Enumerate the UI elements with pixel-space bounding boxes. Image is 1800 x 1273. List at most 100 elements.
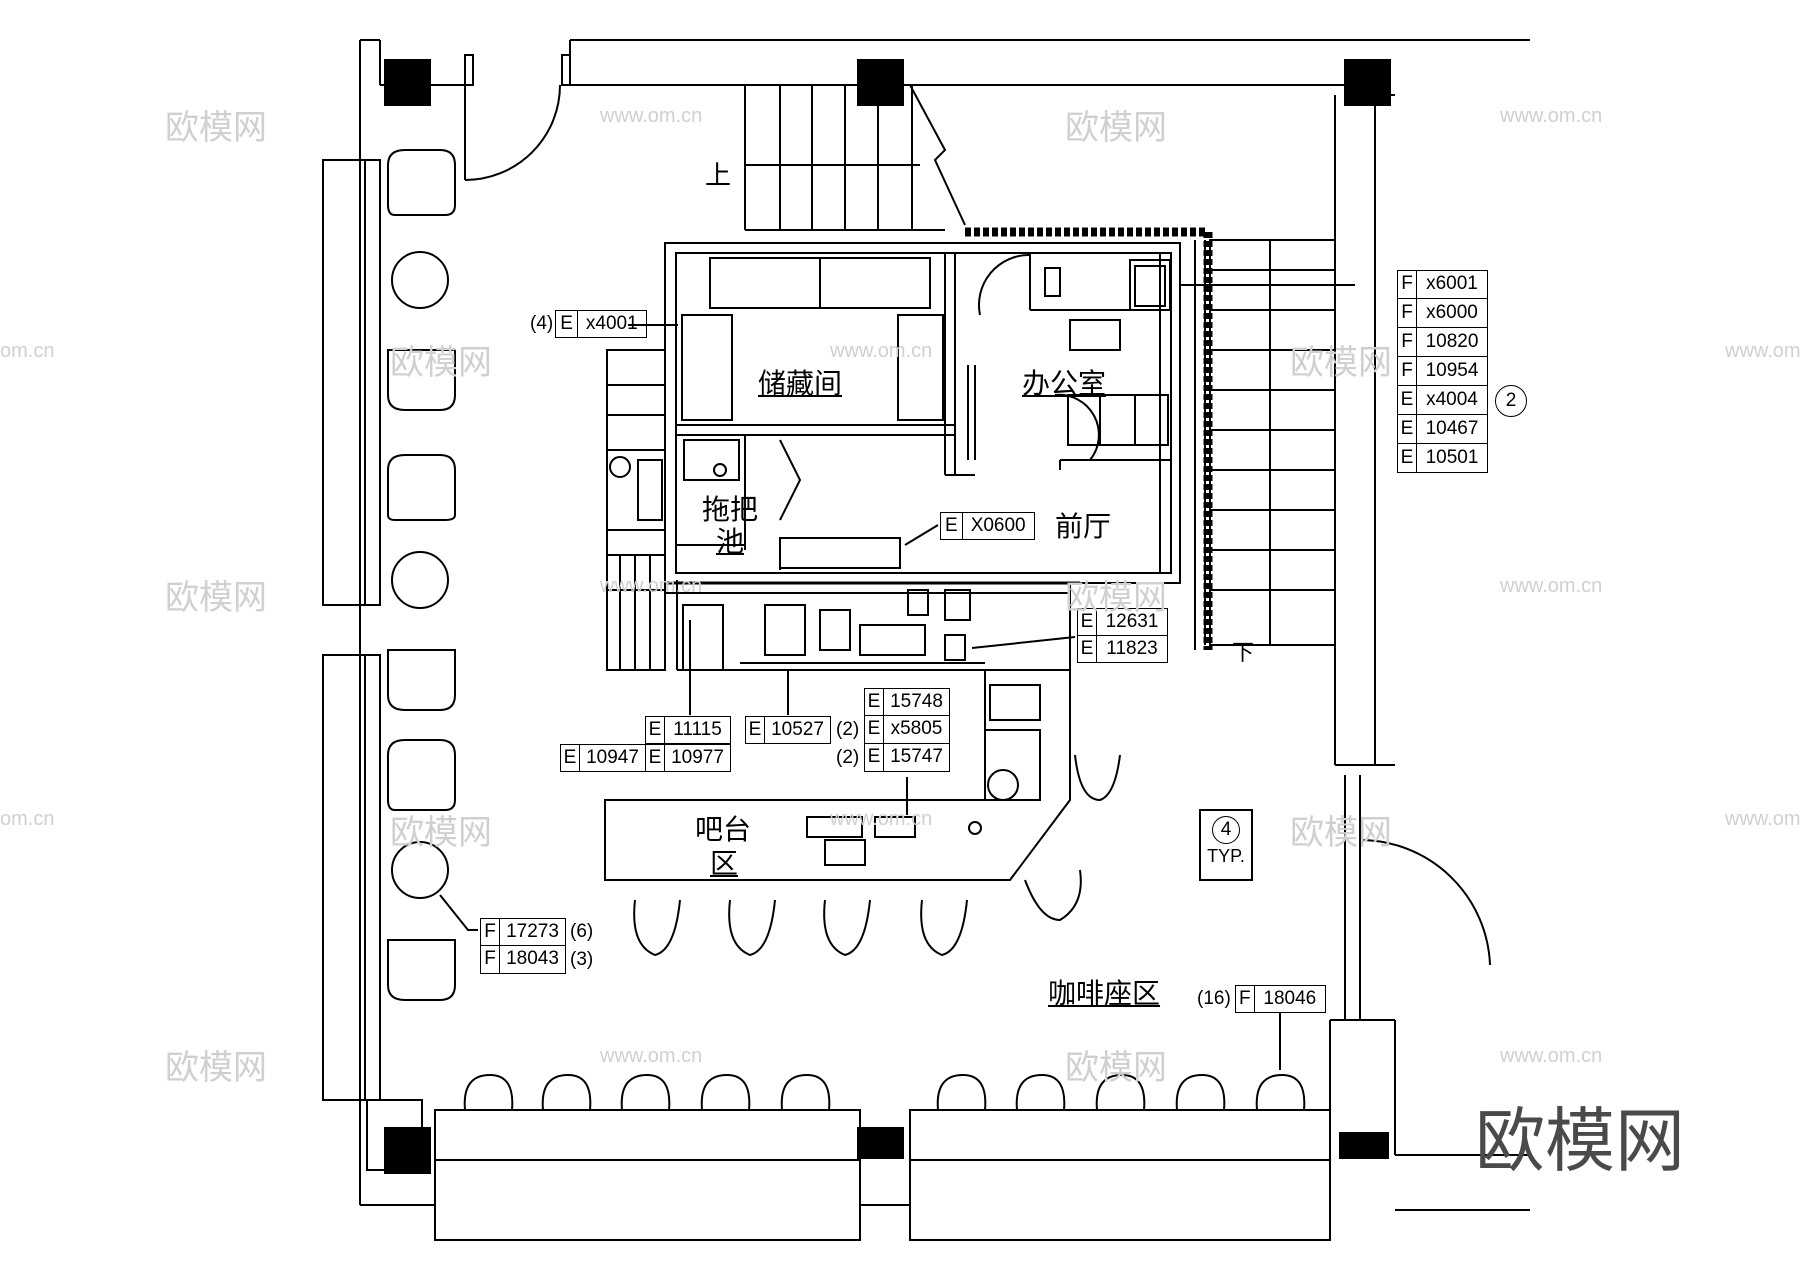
tag-letter: E <box>864 688 884 716</box>
left-banquette <box>322 159 423 1171</box>
tag-code: 12631 <box>1097 608 1168 636</box>
stair-up-label: 上 <box>705 161 732 191</box>
bottom-banquettes <box>434 1109 1331 1241</box>
tag-letter: E <box>1077 608 1097 636</box>
entry-door <box>464 54 571 181</box>
tag-letter: E <box>864 744 884 772</box>
watermark-brand: 欧模网 <box>1065 578 1167 618</box>
room-label-bar-2: 区 <box>710 847 739 880</box>
typ-number: 4 <box>1212 816 1240 844</box>
tag-letter: E <box>1397 444 1417 473</box>
tag-letter: E <box>645 716 665 744</box>
watermark-brand: 欧模网 <box>390 343 492 383</box>
left-seating <box>387 149 456 1001</box>
stair-down-label: 下 <box>1232 641 1255 666</box>
tag-code: 15747 <box>884 744 950 772</box>
room-label-office: 办公室 <box>1022 367 1107 400</box>
typ-marker <box>1199 809 1253 881</box>
watermark-url: www.om.cn <box>1725 340 1800 362</box>
tag-letter: E <box>864 716 884 744</box>
watermark-brand-large: 欧模网 <box>1475 1100 1685 1182</box>
watermark-url: www.om.cn <box>600 105 703 127</box>
typ-marker-label: 4 TYP. <box>1200 812 1252 867</box>
mop-sink <box>683 439 901 570</box>
stair-up <box>744 84 966 231</box>
watermark-brand: 欧模网 <box>1065 108 1167 148</box>
tag-prefix: (2) <box>836 747 860 768</box>
tag-letter: E <box>1077 636 1097 663</box>
watermark-url: www.om.cn <box>600 575 703 597</box>
tag-suffix: (6) <box>570 921 594 942</box>
tag-code: 10977 <box>665 744 731 772</box>
tag-code: X0600 <box>962 512 1035 540</box>
tag-code: x4001 <box>577 310 647 338</box>
tag-code: 18046 <box>1254 985 1326 1013</box>
tag-x0600: E X0600 <box>940 512 1035 540</box>
tag-code: x6000 <box>1417 299 1488 328</box>
hatched-wall <box>965 227 1213 650</box>
watermark-url: www.om.cn <box>1500 105 1603 127</box>
tag-prefix: (16) <box>1197 988 1231 1009</box>
side-door <box>1359 839 1491 1005</box>
tag-code: 10467 <box>1417 415 1488 444</box>
watermark-url: www.om.cn <box>830 340 933 362</box>
tag-letter: F <box>1397 299 1417 328</box>
tag-code: 10947 <box>580 744 646 772</box>
typ-text: TYP. <box>1207 846 1245 866</box>
watermark-brand: 欧模网 <box>1065 1048 1167 1088</box>
tag-code: 10954 <box>1417 357 1488 386</box>
tag-letter: F <box>1397 270 1417 299</box>
room-label-coffee-seating: 咖啡座区 <box>1048 977 1161 1010</box>
tag-10527: E 10527 <box>745 716 831 744</box>
left-cabinet <box>606 349 666 671</box>
watermark-url: om.cn <box>0 340 55 362</box>
watermark-brand: 欧模网 <box>165 108 267 148</box>
tag-letter: E <box>745 716 765 744</box>
tag-letter: F <box>1397 357 1417 386</box>
watermark-url: www.om.cn <box>1500 575 1603 597</box>
room-label-bar-1: 吧台 <box>695 813 752 846</box>
watermark-brand: 欧模网 <box>165 578 267 618</box>
room-label-storage: 储藏间 <box>758 367 843 400</box>
tag-code: 10501 <box>1417 444 1488 473</box>
tag-letter: F <box>480 946 500 974</box>
leader-lines <box>439 284 1355 1070</box>
watermark-url: www.om.cn <box>600 1045 703 1067</box>
watermark-url: www.om.cn <box>1500 1045 1603 1067</box>
tag-code: x5805 <box>884 716 950 744</box>
tag-letter: F <box>1397 328 1417 357</box>
office-furniture <box>978 253 1171 461</box>
tag-code: 10820 <box>1417 328 1488 357</box>
tag-x4001: (4) E x4001 <box>530 310 647 338</box>
tag-letter: E <box>1397 386 1417 415</box>
watermark-brand: 欧模网 <box>1290 813 1392 853</box>
watermark-brand: 欧模网 <box>1290 343 1392 383</box>
watermark-url: om.cn <box>0 808 55 830</box>
watermark-url: www.om.cn <box>830 808 933 830</box>
tag-letter: F <box>1234 985 1255 1013</box>
tag-code: x4004 <box>1417 386 1488 415</box>
tag-letter: E <box>940 512 963 540</box>
tag-letter: F <box>480 918 500 946</box>
tag-letter: E <box>1397 415 1417 444</box>
tag-code: 11823 <box>1097 636 1168 663</box>
tag-code: 10527 <box>765 716 831 744</box>
tag-code: 11115 <box>665 716 731 744</box>
tag-code: 17273 <box>500 918 566 946</box>
bar-counter <box>604 589 1071 881</box>
